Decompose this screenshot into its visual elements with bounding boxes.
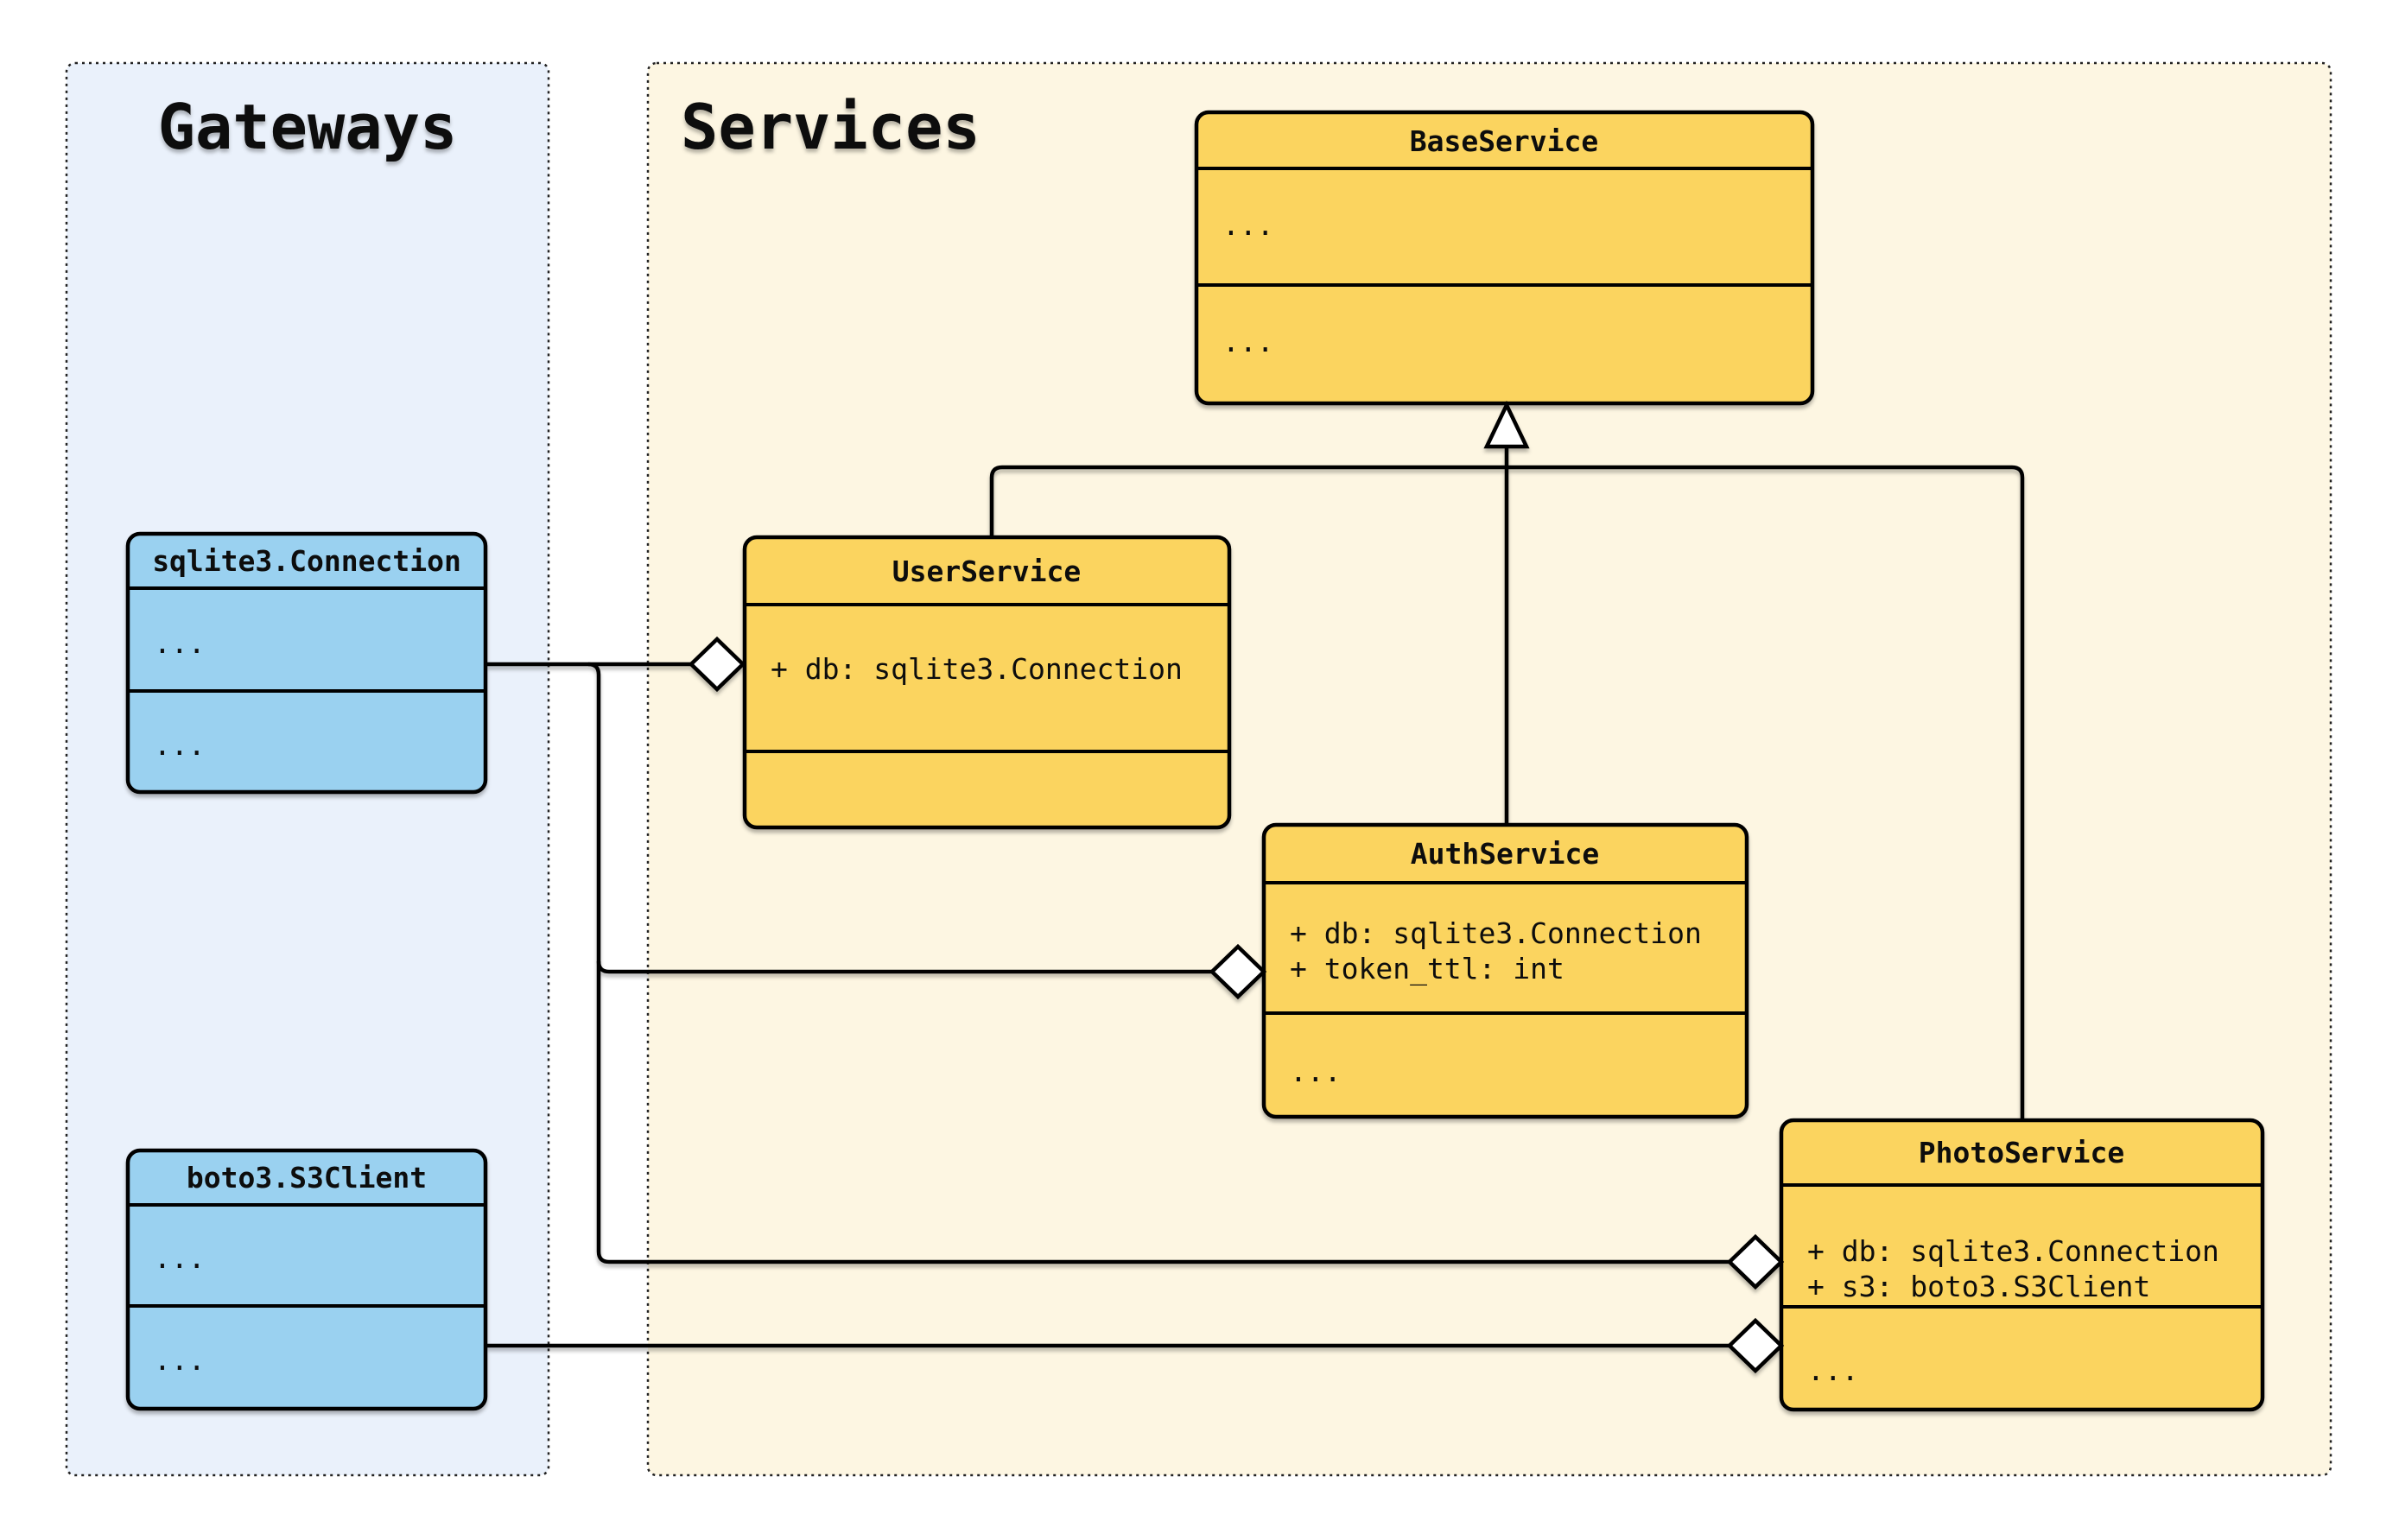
- class-box: [125, 531, 488, 795]
- class-node-sqlite3-connection: sqlite3.Connection ... ...: [125, 531, 488, 795]
- gateways-panel-title: Gateways: [158, 91, 458, 163]
- class-method: ...: [1222, 325, 1274, 358]
- class-attribute: + db: sqlite3.Connection: [1290, 916, 1702, 950]
- class-title: AuthService: [1411, 837, 1600, 871]
- class-box: [125, 1148, 488, 1411]
- class-attribute: + db: sqlite3.Connection: [1807, 1234, 2219, 1268]
- services-panel-border: [646, 61, 2332, 1477]
- class-node-userservice: UserService + db: sqlite3.Connection: [742, 535, 1232, 830]
- class-node-baseservice: BaseService ... ...: [1194, 110, 1815, 406]
- class-box: [1194, 110, 1815, 406]
- class-method: ...: [154, 1343, 206, 1377]
- class-title: sqlite3.Connection: [152, 544, 461, 578]
- aggregation-diamond-photoservice-db-icon: [1726, 1233, 1785, 1290]
- class-attribute: + token_ttl: int: [1290, 952, 1564, 986]
- class-method: ...: [154, 728, 206, 762]
- inheritance-triangle-icon: [1483, 400, 1530, 449]
- class-attribute: ...: [1222, 208, 1274, 242]
- aggregation-diamond-userservice-icon: [688, 636, 746, 693]
- class-title: PhotoService: [1919, 1136, 2124, 1169]
- class-node-photoservice: PhotoService + db: sqlite3.Connection + …: [1779, 1118, 2265, 1412]
- class-attribute: ...: [154, 1241, 206, 1275]
- class-node-authservice: AuthService + db: sqlite3.Connection + t…: [1261, 822, 1749, 1119]
- class-box: [1779, 1118, 2265, 1412]
- aggregation-branch-sqlite-photoservice: [596, 961, 1729, 1264]
- class-attribute: ...: [154, 626, 206, 660]
- services-panel-title: Services: [681, 91, 981, 163]
- class-box: [742, 535, 1232, 830]
- class-attribute: + db: sqlite3.Connection: [771, 652, 1183, 686]
- class-title: BaseService: [1410, 124, 1599, 158]
- aggregation-diamond-photoservice-s3-icon: [1726, 1317, 1785, 1374]
- class-node-boto3-s3client: boto3.S3Client ... ...: [125, 1148, 488, 1411]
- gateways-panel-border: [65, 61, 550, 1477]
- aggregation-diamond-authservice-icon: [1209, 943, 1267, 1000]
- class-title: UserService: [892, 555, 1082, 588]
- connectors: [486, 444, 2025, 1348]
- class-method: ...: [1807, 1353, 1859, 1387]
- class-title: boto3.S3Client: [187, 1161, 427, 1195]
- class-attribute: + s3: boto3.S3Client: [1807, 1270, 2150, 1303]
- class-method: ...: [1290, 1055, 1342, 1088]
